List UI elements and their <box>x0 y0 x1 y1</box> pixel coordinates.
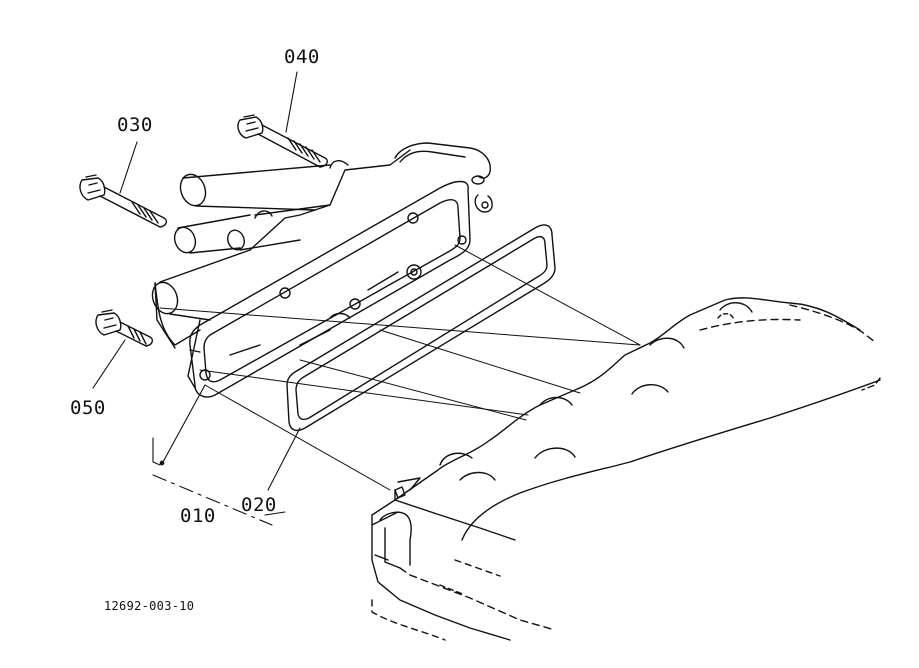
drawing-id: 12692-003-10 <box>104 599 195 613</box>
cylinder-head-block <box>372 298 880 640</box>
bolt-030 <box>80 175 166 227</box>
part-label-030: 030 <box>117 114 153 136</box>
bolt-040 <box>238 115 327 167</box>
manifold-010 <box>148 143 492 397</box>
part-label-050: 050 <box>70 397 106 419</box>
gasket-020 <box>287 225 555 431</box>
leader-lines <box>93 72 300 525</box>
part-label-020: 020 <box>241 494 277 516</box>
part-label-010: 010 <box>180 505 216 527</box>
part-label-040: 040 <box>284 46 320 68</box>
projection-lines <box>160 245 640 490</box>
bolt-050 <box>96 310 152 346</box>
